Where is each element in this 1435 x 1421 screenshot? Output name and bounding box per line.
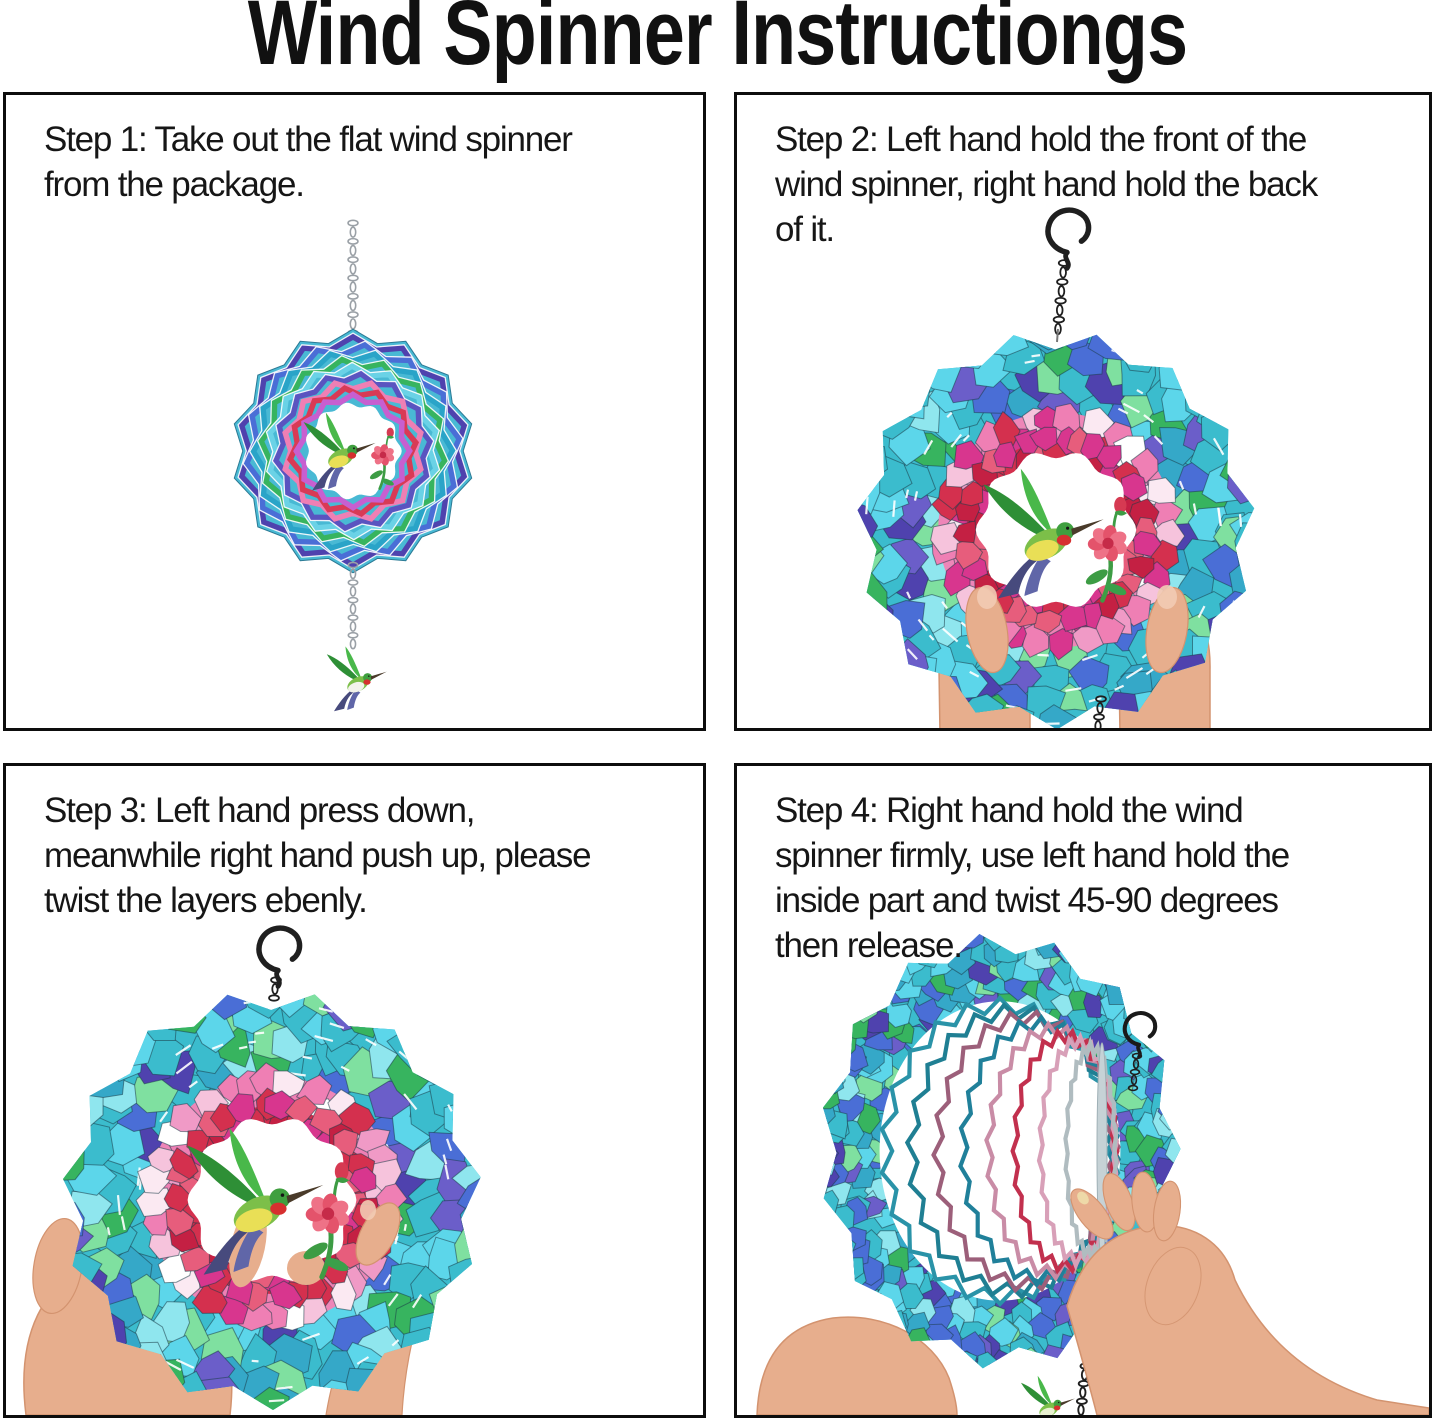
step-2-illustration xyxy=(857,207,1255,728)
step-4-illustration xyxy=(756,934,1429,1415)
step-panel-2: Step 2: Left hand hold the front of the … xyxy=(734,92,1432,731)
hummingbird-graphic xyxy=(187,1127,324,1275)
step-panel-1: Step 1: Take out the flat wind spinner f… xyxy=(3,92,706,731)
thumb-graphic xyxy=(965,585,1009,674)
step-3-text: Step 3: Left hand press down, meanwhile … xyxy=(44,791,592,921)
page-title: Wind Spinner Instructiongs xyxy=(247,0,1188,84)
step-3-illustration xyxy=(23,925,481,1415)
hummingbird-charm xyxy=(1020,1375,1075,1415)
left-arm-graphic xyxy=(756,1316,958,1415)
step-3-photo xyxy=(6,766,703,1415)
flower-graphic xyxy=(303,1162,350,1280)
chain-graphic xyxy=(1093,695,1107,728)
hummingbird-graphic xyxy=(983,468,1104,599)
step-1-photo xyxy=(6,95,703,728)
step-2-text: Step 2: Left hand hold the front of the … xyxy=(775,120,1318,250)
wind-spinner-graphic xyxy=(233,328,473,574)
chain-graphic xyxy=(1127,1052,1143,1092)
step-4-text: Step 4: Right hand hold the wind spinner… xyxy=(775,791,1290,966)
step-4-photo xyxy=(737,766,1429,1415)
thumb-graphic xyxy=(1145,585,1189,674)
chain-graphic xyxy=(1052,259,1071,336)
chain-graphic xyxy=(347,561,359,650)
flower-graphic xyxy=(1085,496,1128,603)
chain-graphic xyxy=(347,219,359,337)
right-hand-graphic xyxy=(1066,1171,1429,1415)
chain-graphic xyxy=(268,976,282,1002)
step-1-text: Step 1: Take out the flat wind spinner f… xyxy=(44,120,573,205)
hanging-hook-icon xyxy=(256,925,303,989)
hummingbird-graphic xyxy=(303,412,376,491)
step-2-photo xyxy=(737,95,1429,728)
step-1-illustration xyxy=(233,219,473,712)
flower-graphic xyxy=(369,427,395,490)
hummingbird-charm xyxy=(326,646,387,712)
step-panel-3: Step 3: Left hand press down, meanwhile … xyxy=(3,763,706,1418)
step-panel-4: Step 4: Right hand hold the wind spinner… xyxy=(734,763,1432,1418)
hanging-hook-icon xyxy=(1122,1011,1158,1059)
wind-spinner-graphic xyxy=(63,994,481,1410)
right-thumb-graphic xyxy=(355,1200,401,1266)
